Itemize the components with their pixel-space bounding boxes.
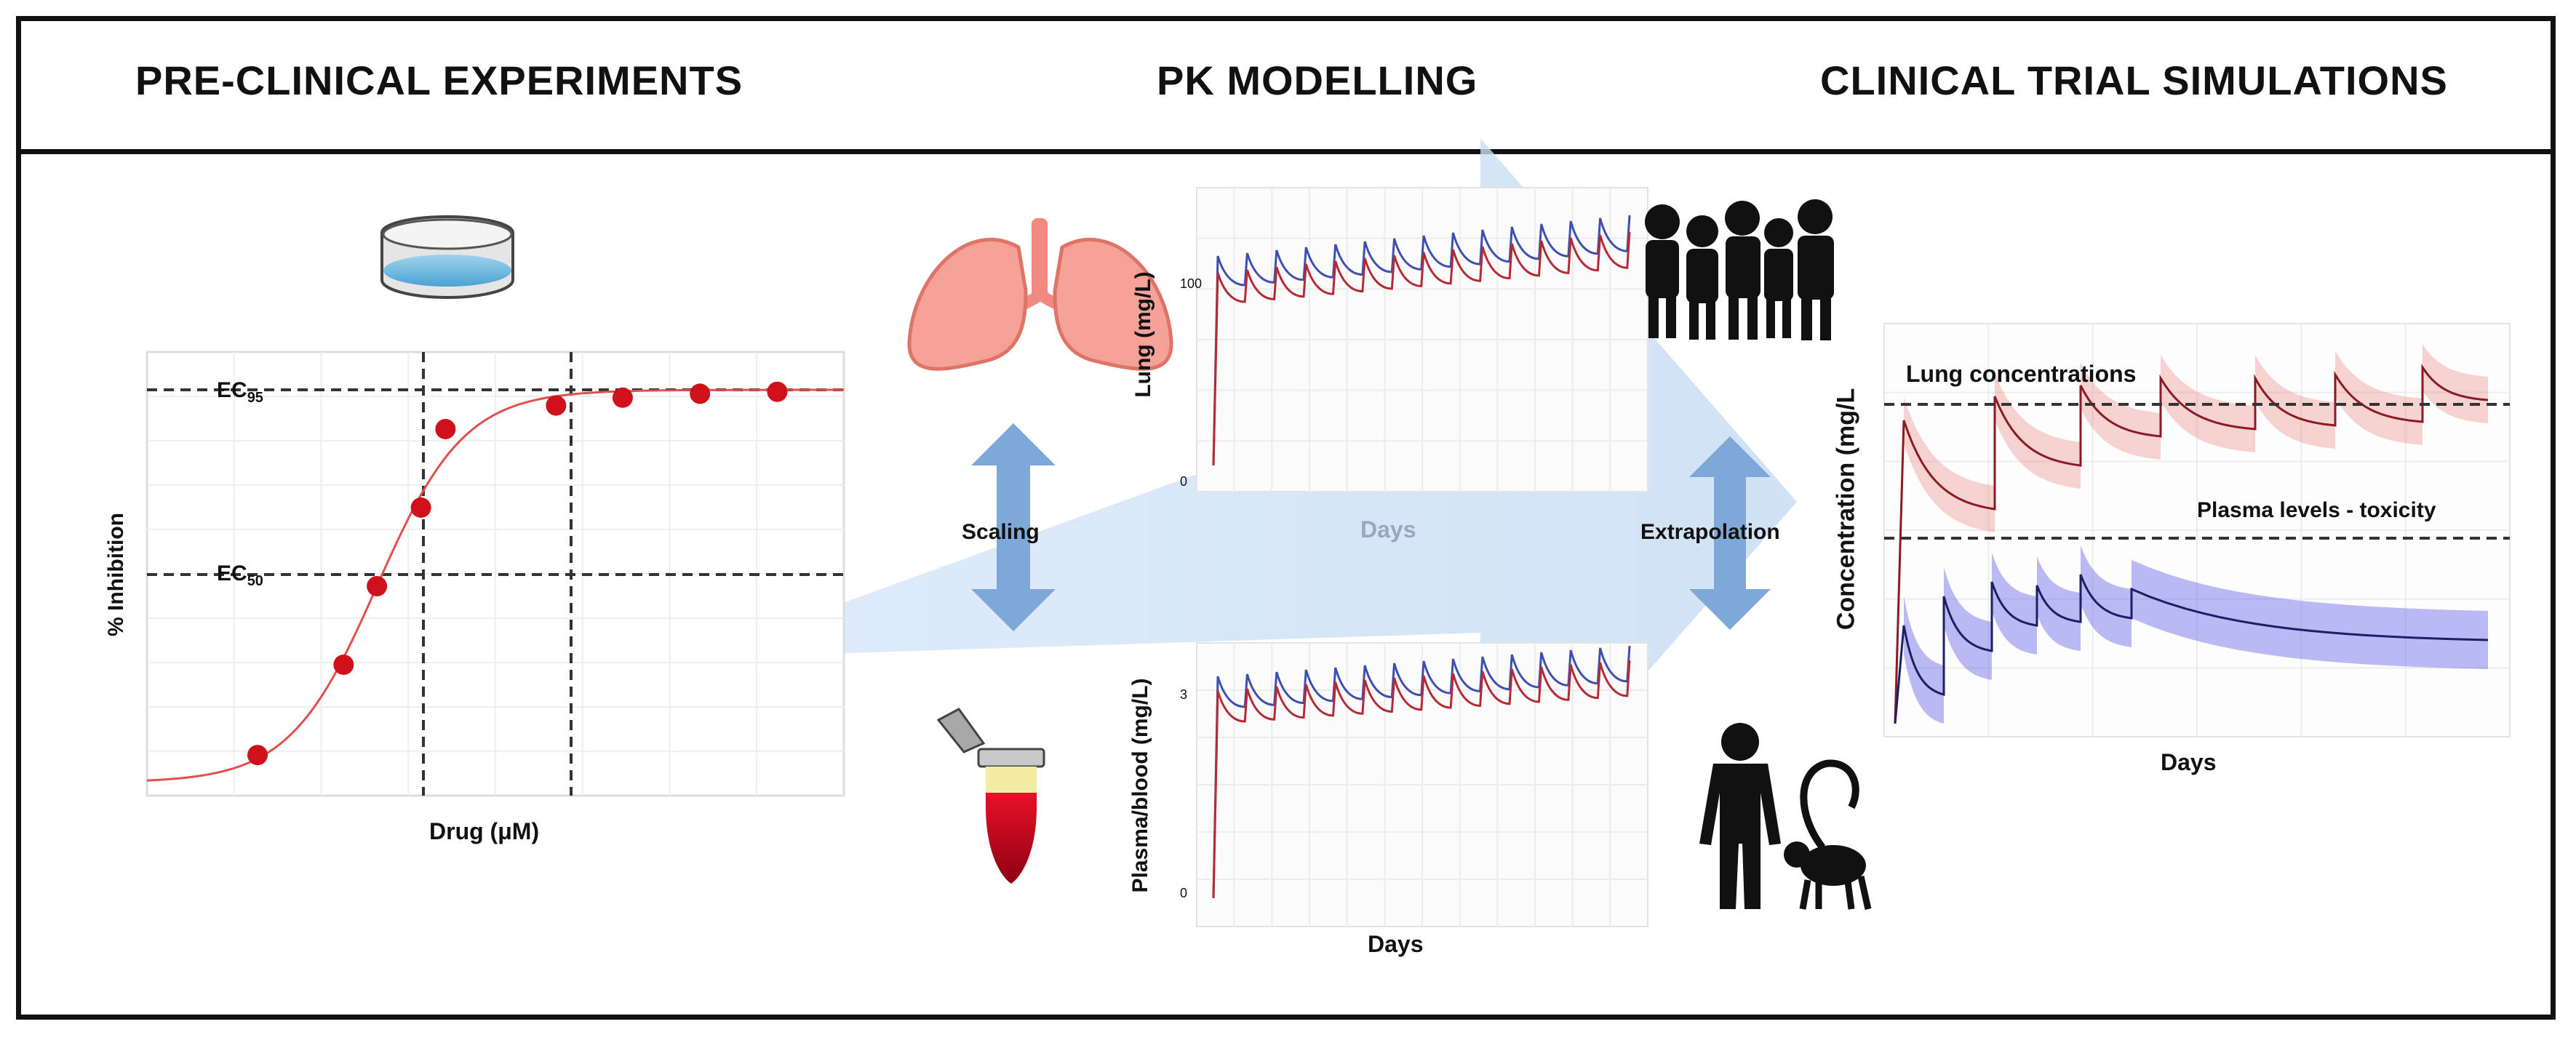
pk-plasma-plot (1196, 642, 1648, 927)
pk-lung-ytick-100: 100 (1180, 276, 1203, 291)
petri-dish-icon (380, 215, 514, 299)
dose-response-point-5 (546, 395, 567, 416)
dose-response-xlabel: Drug (μM) (429, 818, 540, 844)
monkey-silhouette-icon (1784, 759, 1872, 910)
clinical-lung-label: Lung concentrations (1906, 361, 2137, 387)
pk-plasma-ytick-0: 0 (1180, 886, 1188, 900)
dose-response-point-3 (410, 497, 431, 518)
dose-response-point-0 (247, 745, 268, 766)
header-preclinical: PRE-CLINICAL EXPERIMENTS (135, 57, 743, 103)
dose-response-point-1 (333, 655, 354, 675)
pk-lung-plot (1196, 187, 1648, 492)
ec50-label: EC50 (217, 561, 263, 589)
extrapolation-label: Extrapolation (1640, 520, 1780, 544)
pk-lung-xlabel: Days (1360, 516, 1416, 543)
clinical-xlabel: Days (2161, 749, 2217, 775)
header-pk-modelling: PK MODELLING (1157, 57, 1478, 103)
pk-plasma-ylabel: Plasma/blood (mg/L) (1128, 678, 1152, 893)
header-clinical: CLINICAL TRIAL SIMULATIONS (1820, 57, 2448, 103)
extrapolation-double-arrow (1689, 436, 1771, 630)
dose-response-point-8 (767, 381, 788, 402)
pk-plasma-xlabel: Days (1368, 931, 1424, 957)
dose-response-point-7 (690, 383, 711, 404)
pk-lung-ytick-0: 0 (1180, 474, 1188, 489)
children-silhouettes-icon (1645, 199, 1834, 340)
scaling-double-arrow (971, 423, 1056, 631)
dose-response-plot (145, 351, 845, 797)
clinical-ylabel: Concentration (mg/L (1832, 388, 1860, 631)
dose-response-ylabel: % Inhibition (104, 513, 128, 636)
clinical-sim-plot (1883, 323, 2511, 737)
figure-frame (16, 16, 2556, 1020)
dose-response-point-2 (367, 576, 388, 596)
ec95-label: EC95 (217, 378, 263, 406)
header-band (16, 16, 2556, 154)
dose-response-point-6 (612, 387, 633, 408)
scaling-label: Scaling (962, 520, 1040, 544)
dose-response-point-4 (435, 419, 456, 439)
human-silhouette-icon (1699, 723, 1781, 909)
blood-tube-icon (936, 708, 1045, 884)
lungs-icon (907, 218, 1173, 371)
pk-lung-ylabel: Lung (mg/L) (1131, 271, 1155, 398)
pk-plasma-ytick-3: 3 (1180, 687, 1188, 702)
clinical-plasma-label: Plasma levels - toxicity (2197, 498, 2436, 522)
